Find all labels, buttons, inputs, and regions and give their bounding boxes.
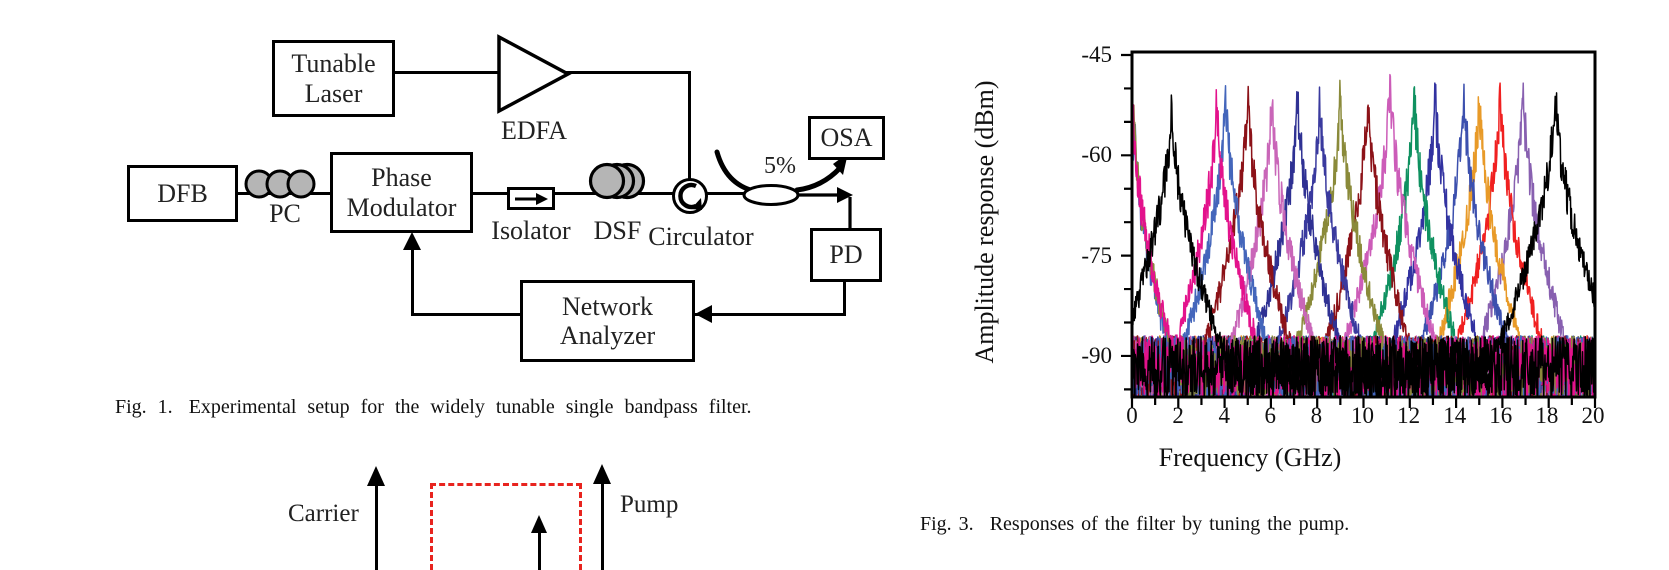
wire-circulator-to-coupler xyxy=(707,192,747,195)
circulator-icon xyxy=(672,178,708,214)
pump-arrow-line xyxy=(601,482,604,570)
x-tick-label: 18 xyxy=(1535,403,1559,428)
x-tick-label: 2 xyxy=(1172,403,1184,428)
block-pd: PD xyxy=(810,228,882,282)
coupler-tap-icon xyxy=(714,149,853,230)
pump-arrowhead xyxy=(593,464,611,484)
x-tick-label: 14 xyxy=(1443,403,1467,428)
y-tick-label: -45 xyxy=(1081,42,1112,67)
wire-edfa-to-corner xyxy=(565,71,691,74)
block-isolator xyxy=(507,187,555,210)
polarization-controller-icon xyxy=(244,169,316,199)
y-tick-label: -75 xyxy=(1081,242,1112,268)
wire-modulator-to-isolator xyxy=(473,192,507,195)
x-tick-label: 4 xyxy=(1218,403,1230,428)
x-tick-label: 12 xyxy=(1397,403,1421,428)
inner-arrowhead xyxy=(531,515,547,533)
dsf-fiber-spool-icon xyxy=(588,162,646,200)
carrier-label: Carrier xyxy=(288,500,359,527)
block-network-analyzer: Network Analyzer xyxy=(520,280,695,362)
block-phase-modulator-label: Phase Modulator xyxy=(346,163,457,222)
block-dfb-label: DFB xyxy=(157,178,208,208)
tap-ratio-label: 5% xyxy=(764,153,796,179)
block-dfb: DFB xyxy=(127,165,238,222)
block-pd-label: PD xyxy=(829,240,863,270)
figure-1-caption-text: Experimental setup for the widely tunabl… xyxy=(188,396,752,418)
figure-1-caption: Fig. 1. Experimental setup for the widely… xyxy=(115,396,752,419)
pump-label: Pump xyxy=(620,491,679,518)
wire-feedback-up xyxy=(411,240,414,316)
edfa-label: EDFA xyxy=(501,116,567,145)
figure-3-caption: Fig. 3. Responses of the filter by tuning… xyxy=(920,513,1349,536)
y-tick-label: -60 xyxy=(1081,142,1112,168)
x-tick-label: 0 xyxy=(1126,403,1138,428)
x-tick-label: 10 xyxy=(1351,403,1374,428)
edfa-amplifier-icon xyxy=(497,34,572,114)
x-tick-label: 8 xyxy=(1310,403,1323,428)
fig3-plot-canvas xyxy=(1118,45,1610,413)
block-network-analyzer-label: Network Analyzer xyxy=(559,291,656,350)
dsf-label: DSF xyxy=(593,216,642,245)
pump-tuning-range-dashed-box xyxy=(430,483,582,570)
block-tunable-laser-label: Tunable Laser xyxy=(291,49,376,108)
carrier-arrowhead xyxy=(367,466,385,486)
fig3-x-axis-title: Frequency (GHz) xyxy=(1158,443,1342,472)
arrowhead-into-modulator xyxy=(403,232,421,250)
wire-pd-to-analyzer xyxy=(695,313,846,316)
block-osa: OSA xyxy=(808,116,885,160)
y-tick-label: -90 xyxy=(1081,342,1112,368)
fig3-y-axis-title: Amplitude response (dBm) xyxy=(970,80,999,364)
circulator-label: Circulator xyxy=(648,222,754,251)
wire-laser-to-edfa xyxy=(395,71,498,74)
wire-pump-down-to-circulator xyxy=(688,71,691,181)
inner-arrow-line xyxy=(538,532,541,570)
arrowhead-into-analyzer xyxy=(695,305,712,323)
x-tick-label: 16 xyxy=(1489,403,1513,428)
figure-3-caption-text: Responses of the filter by tuning the pu… xyxy=(989,513,1350,535)
block-osa-label: OSA xyxy=(820,123,873,153)
figure-1-caption-number: Fig. 1. xyxy=(115,396,173,418)
wire-analyzer-feedback xyxy=(413,313,520,316)
isolator-arrow-icon xyxy=(515,192,548,205)
block-tunable-laser: Tunable Laser xyxy=(272,40,395,117)
pc-label: PC xyxy=(269,199,301,228)
x-tick-label: 20 xyxy=(1581,403,1605,428)
isolator-label: Isolator xyxy=(491,216,571,245)
x-tick-label: 6 xyxy=(1264,403,1277,428)
figure-3-caption-number: Fig. 3. xyxy=(920,513,974,535)
wire-pd-down xyxy=(843,282,846,315)
carrier-arrow-line xyxy=(375,484,378,570)
block-phase-modulator: Phase Modulator xyxy=(330,152,473,233)
